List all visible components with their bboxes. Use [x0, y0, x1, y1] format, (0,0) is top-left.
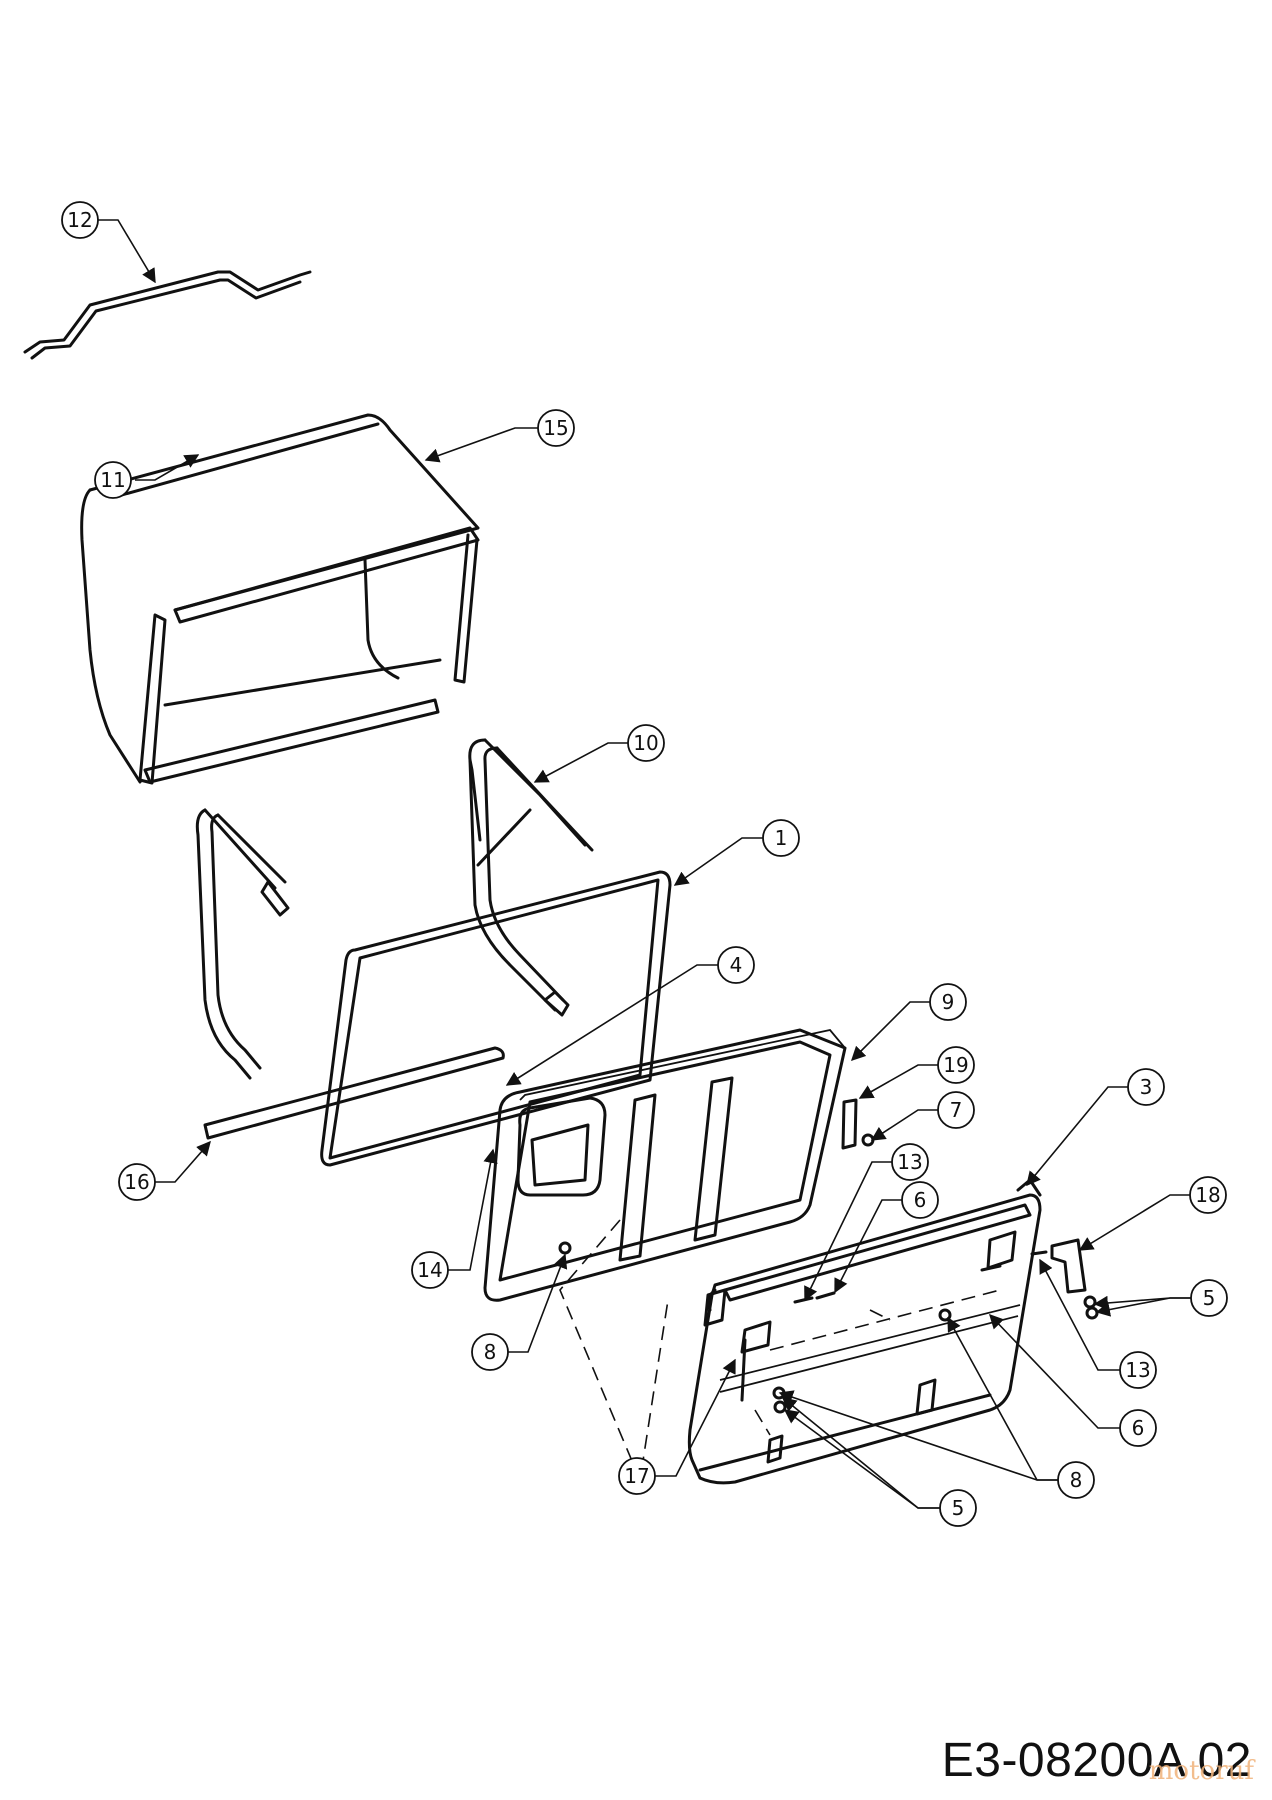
callout-label: 16	[124, 1170, 149, 1194]
leader-lines	[98, 219, 1191, 1509]
callout-5b: 5	[939, 1489, 977, 1527]
callout-label: 6	[914, 1188, 927, 1212]
callout-label: 13	[1125, 1358, 1150, 1382]
callout-6a: 6	[901, 1181, 939, 1219]
callout-5a: 5	[1190, 1279, 1228, 1317]
callout-label: 9	[942, 990, 955, 1014]
part-3-lower-frame	[559, 1178, 1042, 1485]
watermark-logo: motoruf	[1148, 1756, 1254, 1786]
callout-label: 14	[417, 1258, 442, 1282]
callout-10: 10	[627, 724, 665, 762]
callout-6b: 6	[1119, 1409, 1157, 1447]
drawing-id: E3-08200A 02	[941, 1734, 1252, 1787]
callout-18: 18	[1189, 1176, 1227, 1214]
callout-16: 16	[118, 1163, 156, 1201]
callout-label: 12	[67, 208, 92, 232]
callout-label: 7	[950, 1098, 963, 1122]
callout-3: 3	[1127, 1068, 1165, 1106]
callout-label: 11	[100, 468, 125, 492]
callout-label: 4	[730, 953, 743, 977]
callout-4: 4	[717, 946, 755, 984]
callout-label: 8	[1070, 1468, 1083, 1492]
part-15-bag-body	[80, 413, 480, 785]
callout-14: 14	[411, 1251, 449, 1289]
part-4-gasket-frame	[320, 870, 672, 1167]
callout-8a: 8	[471, 1333, 509, 1371]
fasteners	[558, 1241, 1099, 1414]
callout-label: 5	[952, 1496, 965, 1520]
part-11-left-frame-arm	[195, 808, 290, 1080]
callout-11: 11	[94, 461, 132, 499]
callout-15: 15	[537, 409, 575, 447]
callout-label: 8	[484, 1340, 497, 1364]
callout-13b: 13	[1119, 1351, 1157, 1389]
callout-label: 5	[1203, 1286, 1216, 1310]
part-9-rear-panel	[483, 1028, 847, 1302]
callout-label: 1	[775, 826, 788, 850]
callout-1: 1	[762, 819, 800, 857]
part-7-screw	[861, 1133, 875, 1147]
callout-label: 18	[1195, 1183, 1220, 1207]
part-12-top-bar	[23, 270, 312, 360]
callout-label: 13	[897, 1150, 922, 1174]
callout-label: 10	[633, 731, 658, 755]
callout-12: 12	[61, 201, 99, 239]
callout-7: 7	[937, 1091, 975, 1129]
callout-label: 19	[943, 1053, 968, 1077]
callout-label: 6	[1132, 1416, 1145, 1440]
part-19-plate	[841, 1098, 858, 1150]
callout-9: 9	[929, 983, 967, 1021]
callout-19: 19	[937, 1046, 975, 1084]
callout-8b: 8	[1057, 1461, 1095, 1499]
callout-13a: 13	[891, 1143, 929, 1181]
part-18-bracket	[1050, 1238, 1087, 1294]
callout-label: 17	[624, 1464, 649, 1488]
part-16-flat-strip	[203, 1046, 505, 1140]
callout-label: 15	[543, 416, 568, 440]
callout-17: 17	[618, 1457, 656, 1495]
part-10-right-frame-arm	[468, 738, 594, 1017]
callout-label: 3	[1140, 1075, 1153, 1099]
